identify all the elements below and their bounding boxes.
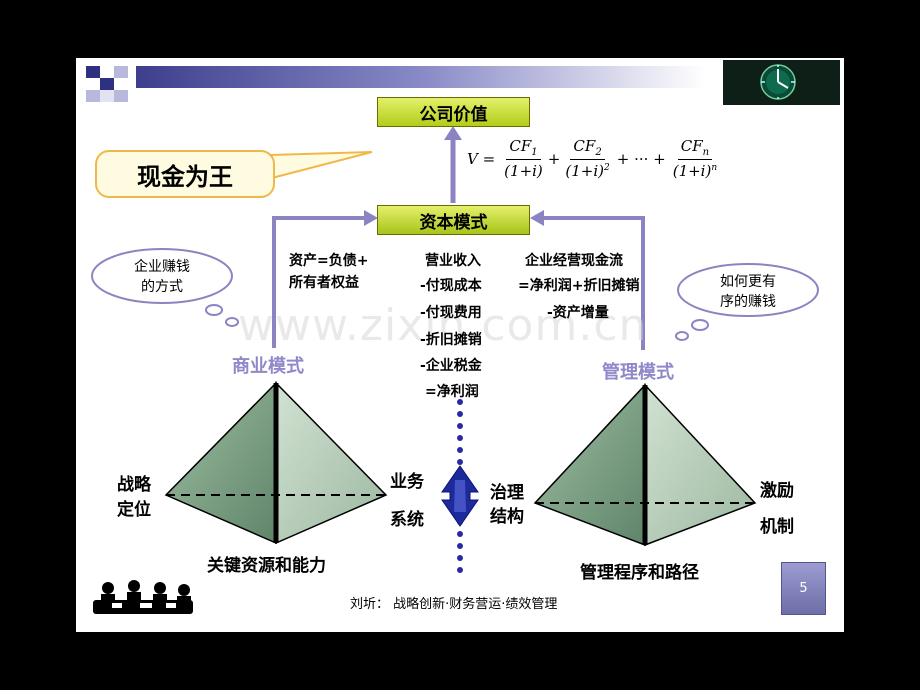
incentive-label-2: 机制 [760, 517, 794, 537]
footer-text: 刘圻： 战略创新·财务营运·绩效管理 [350, 597, 558, 612]
formula-dots: + ··· + [616, 149, 666, 168]
profit-line-2: -付现成本 [420, 278, 482, 294]
formula-term-n: CFn (1+i)n [672, 137, 718, 180]
left-black-band [0, 58, 76, 632]
company-value-box: 公司价值 [377, 97, 530, 127]
cashflow-line-1: 企业经营现金流 [525, 253, 623, 269]
right-cloud-text: 如何更有序的赚钱 [720, 274, 776, 310]
bottom-black-band [0, 632, 920, 690]
incentive-label-1: 激励 [760, 481, 794, 501]
clock-image [723, 60, 840, 105]
business-system-label-1: 业务 [390, 472, 424, 492]
cashflow-line-3: -资产增量 [547, 305, 609, 321]
formula-term-1: CF1 (1+i) [504, 137, 543, 180]
governance-label-2: 结构 [490, 507, 524, 527]
formula-plus-1: + [547, 149, 561, 168]
governance-label-1: 治理 [490, 483, 524, 503]
capital-mode-box: 资本模式 [377, 205, 530, 235]
page-number: 5 [781, 562, 826, 615]
business-mode-label: 商业模式 [232, 356, 304, 377]
strategy-positioning-label-1: 战略 [117, 475, 151, 495]
top-black-band [0, 0, 920, 58]
balance-equation-line-1: 资产=负债+ [289, 253, 369, 269]
profit-line-6: =净利润 [425, 384, 479, 400]
key-resources-label: 关键资源和能力 [207, 556, 326, 576]
profit-line-5: -企业税金 [420, 358, 482, 374]
formula-lhs: V = [467, 149, 496, 168]
page-number-text: 5 [799, 581, 808, 596]
cashflow-line-2: =净利润+折旧摊销 [518, 278, 640, 294]
left-cloud-text: 企业赚钱的方式 [134, 259, 190, 295]
profit-line-4: -折旧摊销 [420, 332, 482, 348]
business-system-label-2: 系统 [390, 510, 424, 530]
callout-text: 现金为王 [137, 162, 233, 191]
balance-equation-line-2: 所有者权益 [289, 275, 359, 291]
management-process-label: 管理程序和路径 [580, 563, 699, 583]
cash-is-king-callout: 现金为王 [95, 150, 275, 198]
right-black-band [844, 58, 920, 632]
watermark: www.zixin.com.cn [238, 300, 648, 351]
header-gradient-bar [136, 66, 706, 88]
profit-line-3: -付现费用 [420, 305, 482, 321]
formula-term-2: CF2 (1+i)2 [565, 137, 610, 180]
profit-line-1: 营业收入 [425, 253, 481, 269]
strategy-positioning-label-2: 定位 [117, 500, 151, 520]
valuation-formula: V = CF1 (1+i) + CF2 (1+i)2 + ··· + CFn (… [467, 137, 722, 180]
management-mode-label: 管理模式 [602, 362, 674, 383]
